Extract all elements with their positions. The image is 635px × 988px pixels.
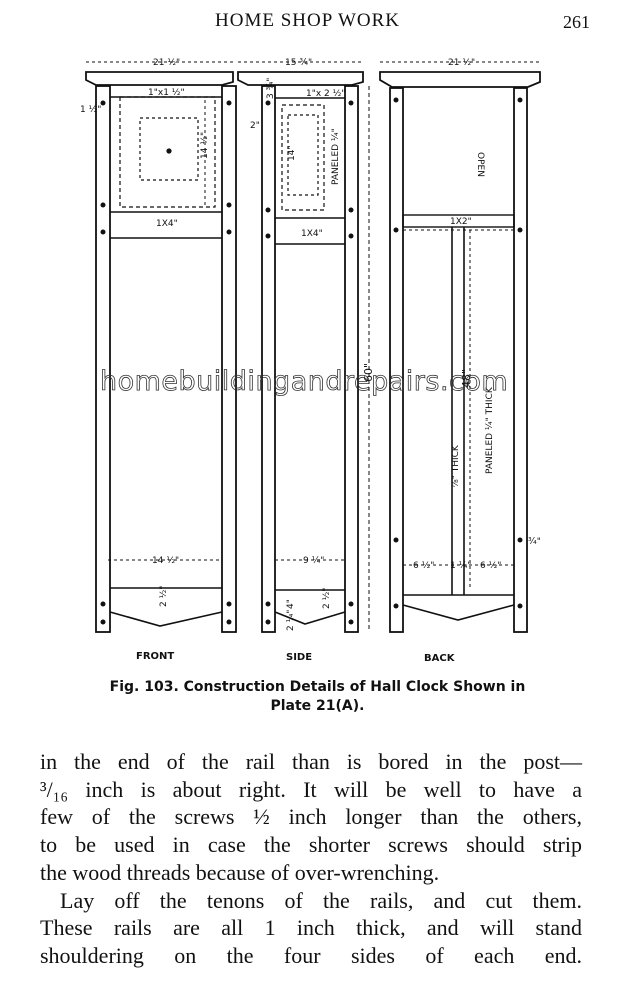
dim-back-width: 21 ½": [448, 58, 475, 68]
dim-front-bottom-a: 2 ½": [159, 586, 169, 607]
dim-back-side-small: ¾": [528, 537, 541, 547]
dim-back-paneled: PANELED ¼" THICK: [485, 386, 495, 474]
dim-side-bottom-c: 2 ¼": [286, 610, 296, 631]
running-head-title: HOME SHOP WORK: [215, 10, 401, 31]
dim-side-rail-top: 1"x 2 ½": [306, 89, 346, 99]
caption-line-2: Plate 21(A).: [270, 698, 365, 714]
dim-side-top-offset: 2": [250, 121, 260, 131]
dim-side-inner-width: 9 ¼": [303, 556, 324, 566]
running-head: HOME SHOP WORK 261: [0, 8, 635, 36]
dim-front-rail-top: 1"x1 ½": [148, 88, 185, 98]
paragraph-line: These rails are all 1 inch thick, and wi…: [40, 915, 582, 941]
dim-back-mid: 1 ¼": [450, 561, 471, 571]
front-view: [85, 61, 237, 633]
paragraph-line: in the end of the rail than is bored in …: [40, 749, 582, 774]
clock-construction-drawing: 21 ½" 15 ¾" 21 ½" 1"x1 ½" 1 ½" 14 ½" 1X4…: [80, 58, 541, 664]
paragraph-line: shouldering on the four sides of each en…: [40, 942, 582, 968]
watermark: homebuildingandrepairs.com: [100, 366, 508, 397]
dim-side-bottom-a: 4": [286, 599, 296, 609]
dim-front-width: 21 ½": [153, 58, 180, 68]
back-view: [379, 61, 541, 633]
dim-side-top-small: 3 ¾": [266, 78, 276, 99]
dim-front-rail: 1X4": [156, 219, 178, 229]
dim-side-width: 15 ¾": [285, 58, 312, 68]
dim-front-panel-height: 14 ½": [200, 132, 210, 159]
dim-back-left: 6 ½": [413, 561, 434, 571]
label-back: BACK: [424, 653, 456, 664]
dim-front-inner-width: 14 ½": [152, 556, 179, 566]
dim-side-height: 60": [362, 363, 375, 382]
dim-side-rail: 1X4": [301, 229, 323, 239]
side-view: [237, 61, 370, 633]
caption-line-1: Fig. 103. Construction Details of Hall C…: [109, 679, 526, 695]
paragraph-line: few of the screws ½ inch longer than the…: [40, 804, 582, 830]
label-side: SIDE: [286, 652, 312, 663]
paragraph-line: the wood threads because of over-wrenchi…: [40, 859, 440, 885]
body-text: in the end of the rail than is bored in …: [40, 748, 582, 970]
dim-front-top-offset: 1 ½": [80, 105, 101, 115]
page-number: 261: [563, 12, 590, 32]
dim-side-bottom-b: 2 ½": [322, 588, 332, 609]
paragraph-line: ³/₁₆ inch is about right. It will be wel…: [40, 776, 582, 802]
dim-back-thick: ⅞" THICK: [451, 444, 461, 488]
figure-caption: Fig. 103. Construction Details of Hall C…: [0, 678, 635, 716]
paragraph-line: Lay off the tenons of the rails, and cut…: [60, 887, 582, 913]
dim-back-rail: 1X2": [450, 217, 472, 227]
paragraph-line: to be used in case the shorter screws sh…: [40, 832, 582, 858]
dim-side-panel-height: 14": [287, 145, 297, 161]
dim-side-paneled: PANELED ¼": [331, 128, 341, 185]
dim-back-right: 6 ½": [480, 561, 501, 571]
dim-back-height: 48": [460, 369, 473, 388]
label-front: FRONT: [136, 651, 174, 662]
dim-back-open: OPEN: [475, 152, 485, 177]
